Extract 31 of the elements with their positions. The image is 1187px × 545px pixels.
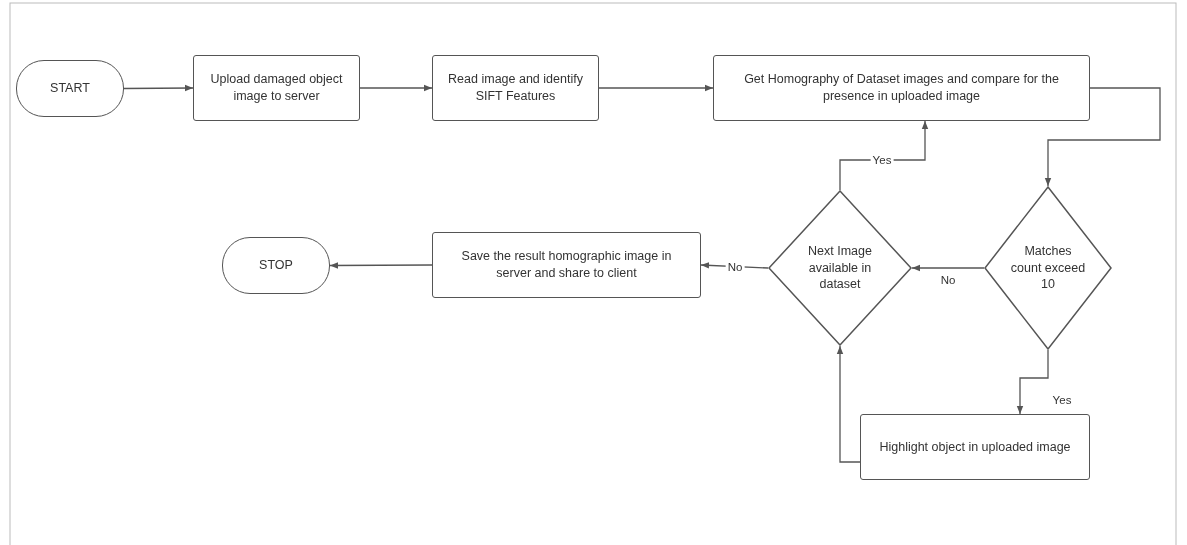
decision-diamond <box>768 190 912 346</box>
node-label: Next Image available in dataset <box>807 242 873 294</box>
edge-label: No <box>938 273 958 287</box>
node-label: Highlight object in uploaded image <box>879 438 1071 456</box>
process-box <box>713 55 1090 121</box>
terminal-shape <box>16 60 124 117</box>
arrow <box>1044 87 1161 187</box>
edge-label: Yes <box>870 153 894 167</box>
arrow <box>1016 349 1049 415</box>
arrow <box>839 120 929 191</box>
decision-diamond <box>984 186 1112 350</box>
arrow <box>836 345 861 463</box>
arrow <box>359 84 433 92</box>
process-box <box>432 55 599 121</box>
arrow <box>329 262 433 269</box>
process-box <box>193 55 360 121</box>
arrow <box>598 84 714 92</box>
arrow <box>911 264 985 272</box>
process-box <box>432 232 701 298</box>
edge-label: Yes <box>1050 393 1074 407</box>
node-label: STOP <box>259 257 293 274</box>
node-label: Save the result homographic image in server and share to client <box>460 248 673 282</box>
process-box <box>860 414 1090 480</box>
node-label: Read image and identify SIFT Features <box>447 71 584 105</box>
node-label: START <box>50 80 90 97</box>
node-label: Get Homography of Dataset images and compare for the presence in uploaded image <box>743 71 1060 105</box>
node-label: Upload damaged object image to server <box>209 71 344 105</box>
terminal-shape <box>222 237 330 294</box>
arrow <box>123 84 194 92</box>
node-label: Matches count exceed 10 <box>1010 242 1086 294</box>
edge-label: No <box>725 260 745 274</box>
